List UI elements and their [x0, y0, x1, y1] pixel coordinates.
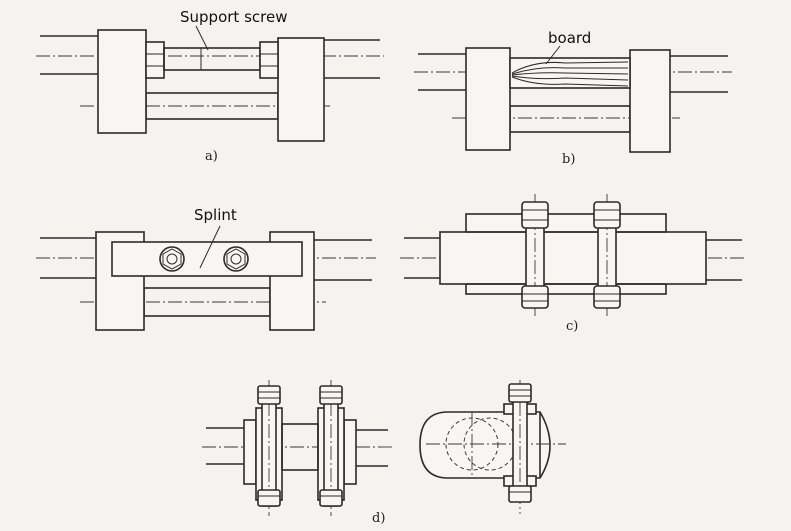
diagram-c: c) — [400, 194, 746, 334]
label-board: board — [548, 29, 591, 47]
hex-nut-left — [145, 41, 165, 79]
nut-bottom-left — [521, 285, 549, 309]
end-plate-right — [343, 419, 357, 485]
clamp-body — [439, 231, 707, 285]
diagram-b: board b) — [414, 29, 732, 167]
clamp-block-right — [629, 49, 671, 153]
nut-top-left — [257, 385, 281, 405]
diagram-d-end — [419, 380, 566, 514]
splint-plate — [111, 241, 303, 277]
caption-c: c) — [566, 319, 578, 334]
diagram-a: Support screw a) — [36, 8, 384, 164]
hex-nut-right — [259, 41, 279, 79]
nut-bottom-right — [319, 489, 343, 507]
nut-top-left — [521, 201, 549, 229]
label-splint: Splint — [194, 206, 237, 224]
support-screw — [163, 47, 261, 71]
diagram-splint: Splint — [36, 206, 376, 331]
nut-top-right — [593, 201, 621, 229]
clamp-block-right — [277, 37, 325, 142]
diagram-d-side: d) — [202, 380, 392, 526]
caption-a: a) — [205, 149, 218, 164]
nut-bottom — [508, 485, 532, 503]
label-support-screw: Support screw — [180, 8, 287, 26]
end-plate-left — [243, 419, 257, 485]
splint-bolt-right — [223, 246, 249, 272]
nut-top-right — [319, 385, 343, 405]
clamp-block-left — [97, 29, 147, 134]
caption-d: d) — [372, 511, 385, 526]
splint-bolt-left — [159, 246, 185, 272]
caption-b: b) — [562, 152, 575, 167]
nut-top — [508, 383, 532, 403]
nut-bottom-left — [257, 489, 281, 507]
nut-bottom-right — [593, 285, 621, 309]
clamp-block-left — [465, 47, 511, 151]
